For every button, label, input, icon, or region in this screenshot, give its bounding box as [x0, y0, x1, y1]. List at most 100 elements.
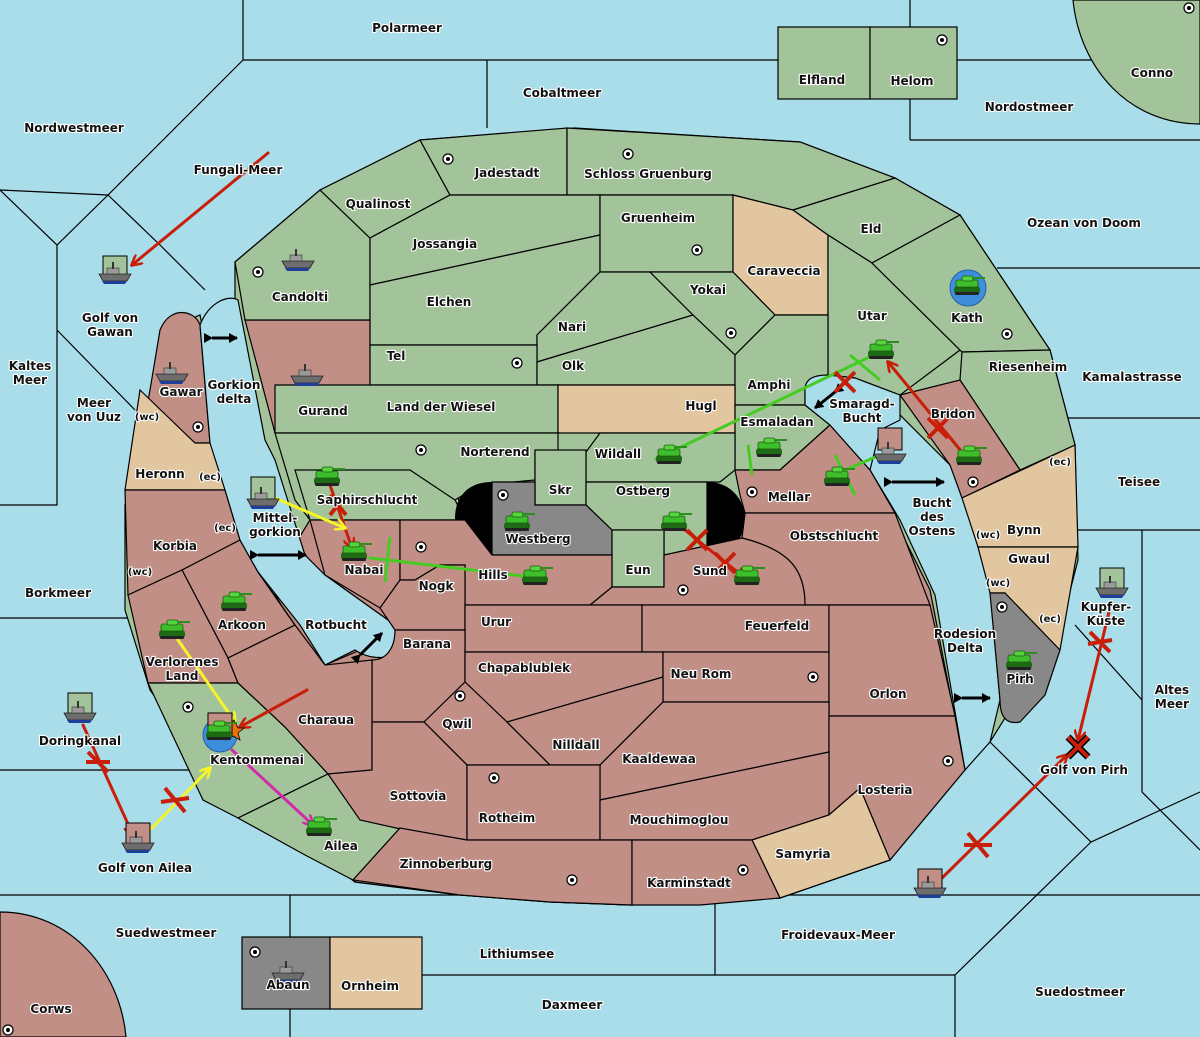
label-karminstadt: Karminstadt — [647, 876, 731, 890]
region-elfland[interactable] — [777, 26, 871, 100]
supply-center-icon — [252, 266, 264, 278]
canal-arrow-smaragd — [814, 383, 845, 410]
label-doringkanal: Doringkanal — [39, 734, 121, 748]
label-olk: Olk — [562, 359, 585, 373]
label-daxmeer: Daxmeer — [542, 998, 603, 1012]
label-eld: Eld — [861, 222, 882, 236]
coast-label: (ec) — [1049, 457, 1071, 468]
region-urur[interactable] — [464, 604, 643, 653]
order-move-charaua-kentommenai — [240, 688, 309, 727]
impassable-east — [707, 482, 745, 555]
coast-label: (wc) — [128, 567, 152, 578]
supply-center-icon — [415, 541, 427, 553]
supply-center-icon — [442, 153, 454, 165]
region-mellar[interactable] — [734, 424, 897, 514]
label-suedwestmeer: Suedwestmeer — [116, 926, 217, 940]
label-barana: Barana — [403, 637, 451, 651]
label-gurand: Gurand — [298, 404, 348, 418]
label-borkmeer: Borkmeer — [25, 586, 91, 600]
coast-label: (ec) — [1039, 614, 1061, 625]
label-eun: Eun — [625, 563, 650, 577]
supply-center-icon — [746, 486, 758, 498]
supply-center-icon — [725, 327, 737, 339]
label-rotheim: Rotheim — [479, 811, 536, 825]
label-suedostmeer: Suedostmeer — [1035, 985, 1125, 999]
label-skr: Skr — [549, 483, 572, 497]
label-korbia: Korbia — [153, 539, 197, 553]
label-norterend: Norterend — [460, 445, 529, 459]
region-neu-rom[interactable] — [662, 651, 830, 703]
label-helom: Helom — [890, 74, 933, 88]
label-arkoon: Arkoon — [218, 618, 266, 632]
supply-center-icon — [677, 584, 689, 596]
fail-cross-doringkanal — [86, 750, 110, 774]
order-convoy-smaragd-mellar — [843, 453, 882, 472]
label-obstschlucht: Obstschlucht — [790, 529, 879, 543]
label-gwaul: Gwaul — [1008, 552, 1050, 566]
supply-center-icon — [996, 601, 1008, 613]
fail-cross-saphir — [328, 493, 348, 517]
label-conno: Conno — [1131, 66, 1173, 80]
supply-center-icon — [691, 244, 703, 256]
label-qwil: Qwil — [442, 717, 472, 731]
labels-layer: PolarmeerCobaltmeerNordwestmeerFungali-M… — [8, 20, 1191, 1017]
label-candolti: Candolti — [272, 290, 328, 304]
coast-label: (wc) — [135, 412, 159, 423]
supply-center-icon — [1001, 328, 1013, 340]
label-kentommenai: Kentommenai — [210, 753, 304, 767]
label-gawar: Gawar — [159, 385, 202, 399]
region-conno[interactable] — [1072, 0, 1200, 125]
label-westberg: Westberg — [505, 532, 570, 546]
region-gruenheim[interactable] — [599, 194, 734, 273]
label-kupfer-k-ste: Kupfer-Küste — [1081, 600, 1131, 628]
label-charaua: Charaua — [298, 713, 354, 727]
label-pirh: Pirh — [1006, 672, 1033, 686]
label-schloss-gruenburg: Schloss Gruenburg — [584, 167, 712, 181]
label-elfland: Elfland — [799, 73, 845, 87]
supply-center-icon — [1183, 2, 1195, 14]
region-ornheim[interactable] — [329, 936, 423, 1010]
region-corws[interactable] — [0, 911, 127, 1037]
label-cobaltmeer: Cobaltmeer — [523, 86, 601, 100]
label-rotbucht: Rotbucht — [305, 618, 367, 632]
failed-order-marks — [86, 370, 1113, 859]
label-saphirschlucht: Saphirschlucht — [317, 493, 418, 507]
region-rotheim[interactable] — [466, 764, 601, 841]
label-ozean-von-doom: Ozean von Doom — [1027, 216, 1141, 230]
label-land-der-wiesel: Land der Wiesel — [387, 400, 496, 414]
label-esmaladan: Esmaladan — [740, 415, 813, 429]
region-karminstadt[interactable] — [631, 839, 781, 906]
order-support-verlorenes-kentommenai — [176, 638, 235, 722]
order-move-kupfer-pirh — [1078, 606, 1112, 740]
coast-label: (ec) — [199, 472, 221, 483]
label-orlon: Orlon — [869, 687, 906, 701]
canal-arrows — [204, 333, 991, 703]
supply-center-icon — [488, 772, 500, 784]
order-move-froidevaux-pirh — [940, 755, 1067, 880]
label-samyria: Samyria — [775, 847, 830, 861]
region-eun[interactable] — [611, 529, 665, 588]
label-jadestadt: Jadestadt — [474, 166, 540, 180]
label-ornheim: Ornheim — [341, 979, 399, 993]
supply-center-icon — [807, 671, 819, 683]
label-nordostmeer: Nordostmeer — [985, 100, 1074, 114]
supply-center-icon — [192, 421, 204, 433]
label-mellar: Mellar — [768, 490, 810, 504]
label-golf-von-ailea: Golf von Ailea — [98, 861, 192, 875]
label-tel: Tel — [387, 349, 406, 363]
order-move-saphir-nabai — [328, 483, 352, 548]
label-kamalastrasse: Kamalastrasse — [1082, 370, 1182, 384]
label-utar: Utar — [857, 309, 887, 323]
region-skr[interactable] — [534, 449, 587, 506]
supply-center-icon — [511, 357, 523, 369]
supply-center-icon — [249, 946, 261, 958]
label-nari: Nari — [558, 320, 586, 334]
label-teisee: Teisee — [1118, 475, 1160, 489]
label-hills: Hills — [478, 568, 508, 582]
